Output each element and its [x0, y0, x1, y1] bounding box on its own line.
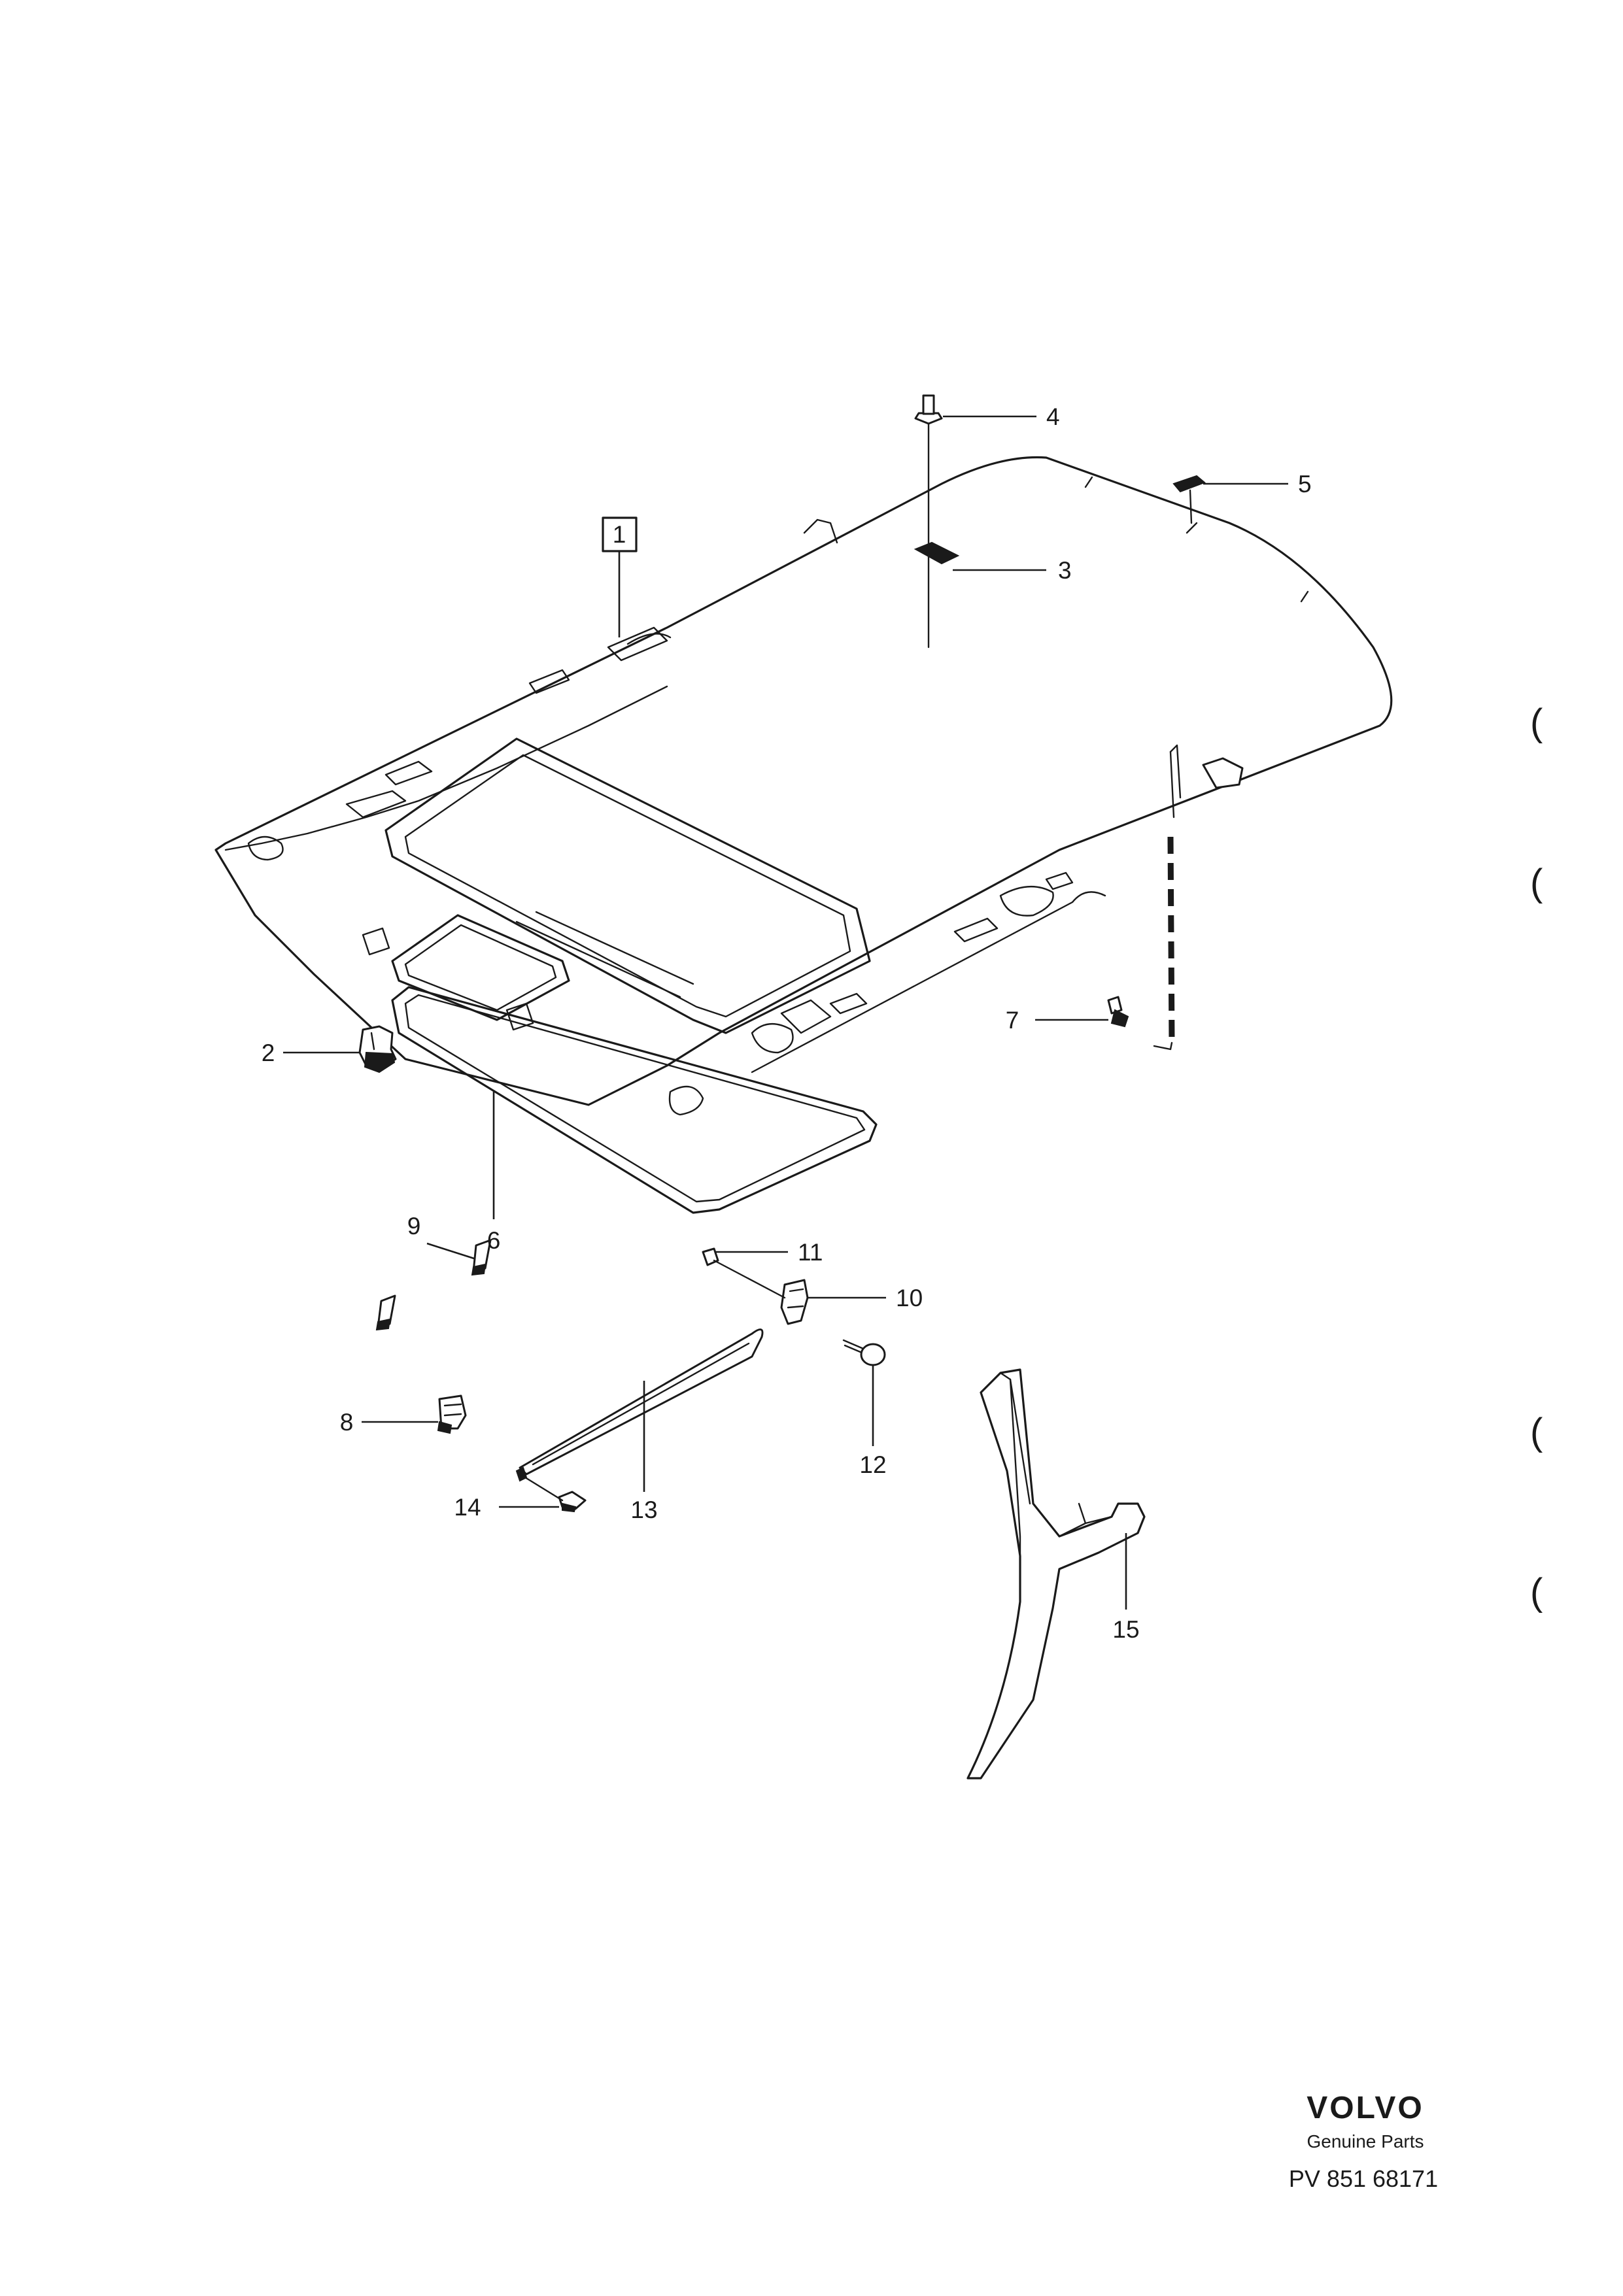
drawing-reference: PV 851 68171 [1289, 2165, 1438, 2192]
part-11-nut [702, 1247, 786, 1299]
label-1: 1 [613, 521, 626, 548]
label-3: 3 [1058, 557, 1072, 584]
margin-mark: ( [1530, 1571, 1543, 1613]
label-2: 2 [262, 1039, 275, 1066]
part-14-clip [522, 1475, 587, 1513]
label-11: 11 [798, 1239, 823, 1266]
part-3-plate [914, 541, 960, 565]
part-7-fastener [1107, 996, 1129, 1028]
part-10-bracket [780, 1279, 809, 1325]
sunroof-seal [391, 986, 878, 1214]
leader-lines [283, 415, 1288, 1610]
pillar-trim [966, 1368, 1146, 1780]
part-12-screw [842, 1339, 886, 1366]
label-10: 10 [896, 1285, 923, 1311]
mount-line-end [1153, 1041, 1173, 1051]
brand-tagline: Genuine Parts [1307, 2131, 1424, 2152]
margin-mark: ( [1530, 701, 1543, 744]
label-15: 15 [1112, 1616, 1139, 1643]
margin-marks: ( ( ( ( [1530, 701, 1543, 1613]
label-12: 12 [859, 1451, 886, 1478]
part-9-clips [375, 1239, 492, 1331]
part-4-stud [914, 394, 943, 649]
footer-block: VOLVO Genuine Parts PV 851 68171 [1289, 2091, 1438, 2192]
label-14: 14 [454, 1494, 481, 1521]
part-labels: 1 2 3 4 5 6 7 8 9 10 11 12 13 14 15 [262, 403, 1312, 1643]
label-13: 13 [630, 1496, 657, 1523]
label-4: 4 [1046, 403, 1060, 430]
label-7: 7 [1006, 1007, 1019, 1034]
part-8-clip [437, 1394, 467, 1434]
label-1-box [602, 516, 638, 552]
label-5: 5 [1298, 471, 1312, 498]
margin-mark: ( [1530, 862, 1543, 904]
headliner-panel [214, 456, 1393, 1116]
part-5-clip [1172, 475, 1206, 524]
part-13-trim-strip [515, 1328, 764, 1482]
brand-logo: VOLVO [1307, 2091, 1424, 2125]
label-9: 9 [407, 1213, 421, 1240]
label-6: 6 [487, 1227, 501, 1254]
part-2-clip [358, 1025, 397, 1073]
label-8: 8 [340, 1409, 354, 1436]
dashed-mount-line [1167, 836, 1175, 1043]
margin-mark: ( [1530, 1411, 1543, 1453]
